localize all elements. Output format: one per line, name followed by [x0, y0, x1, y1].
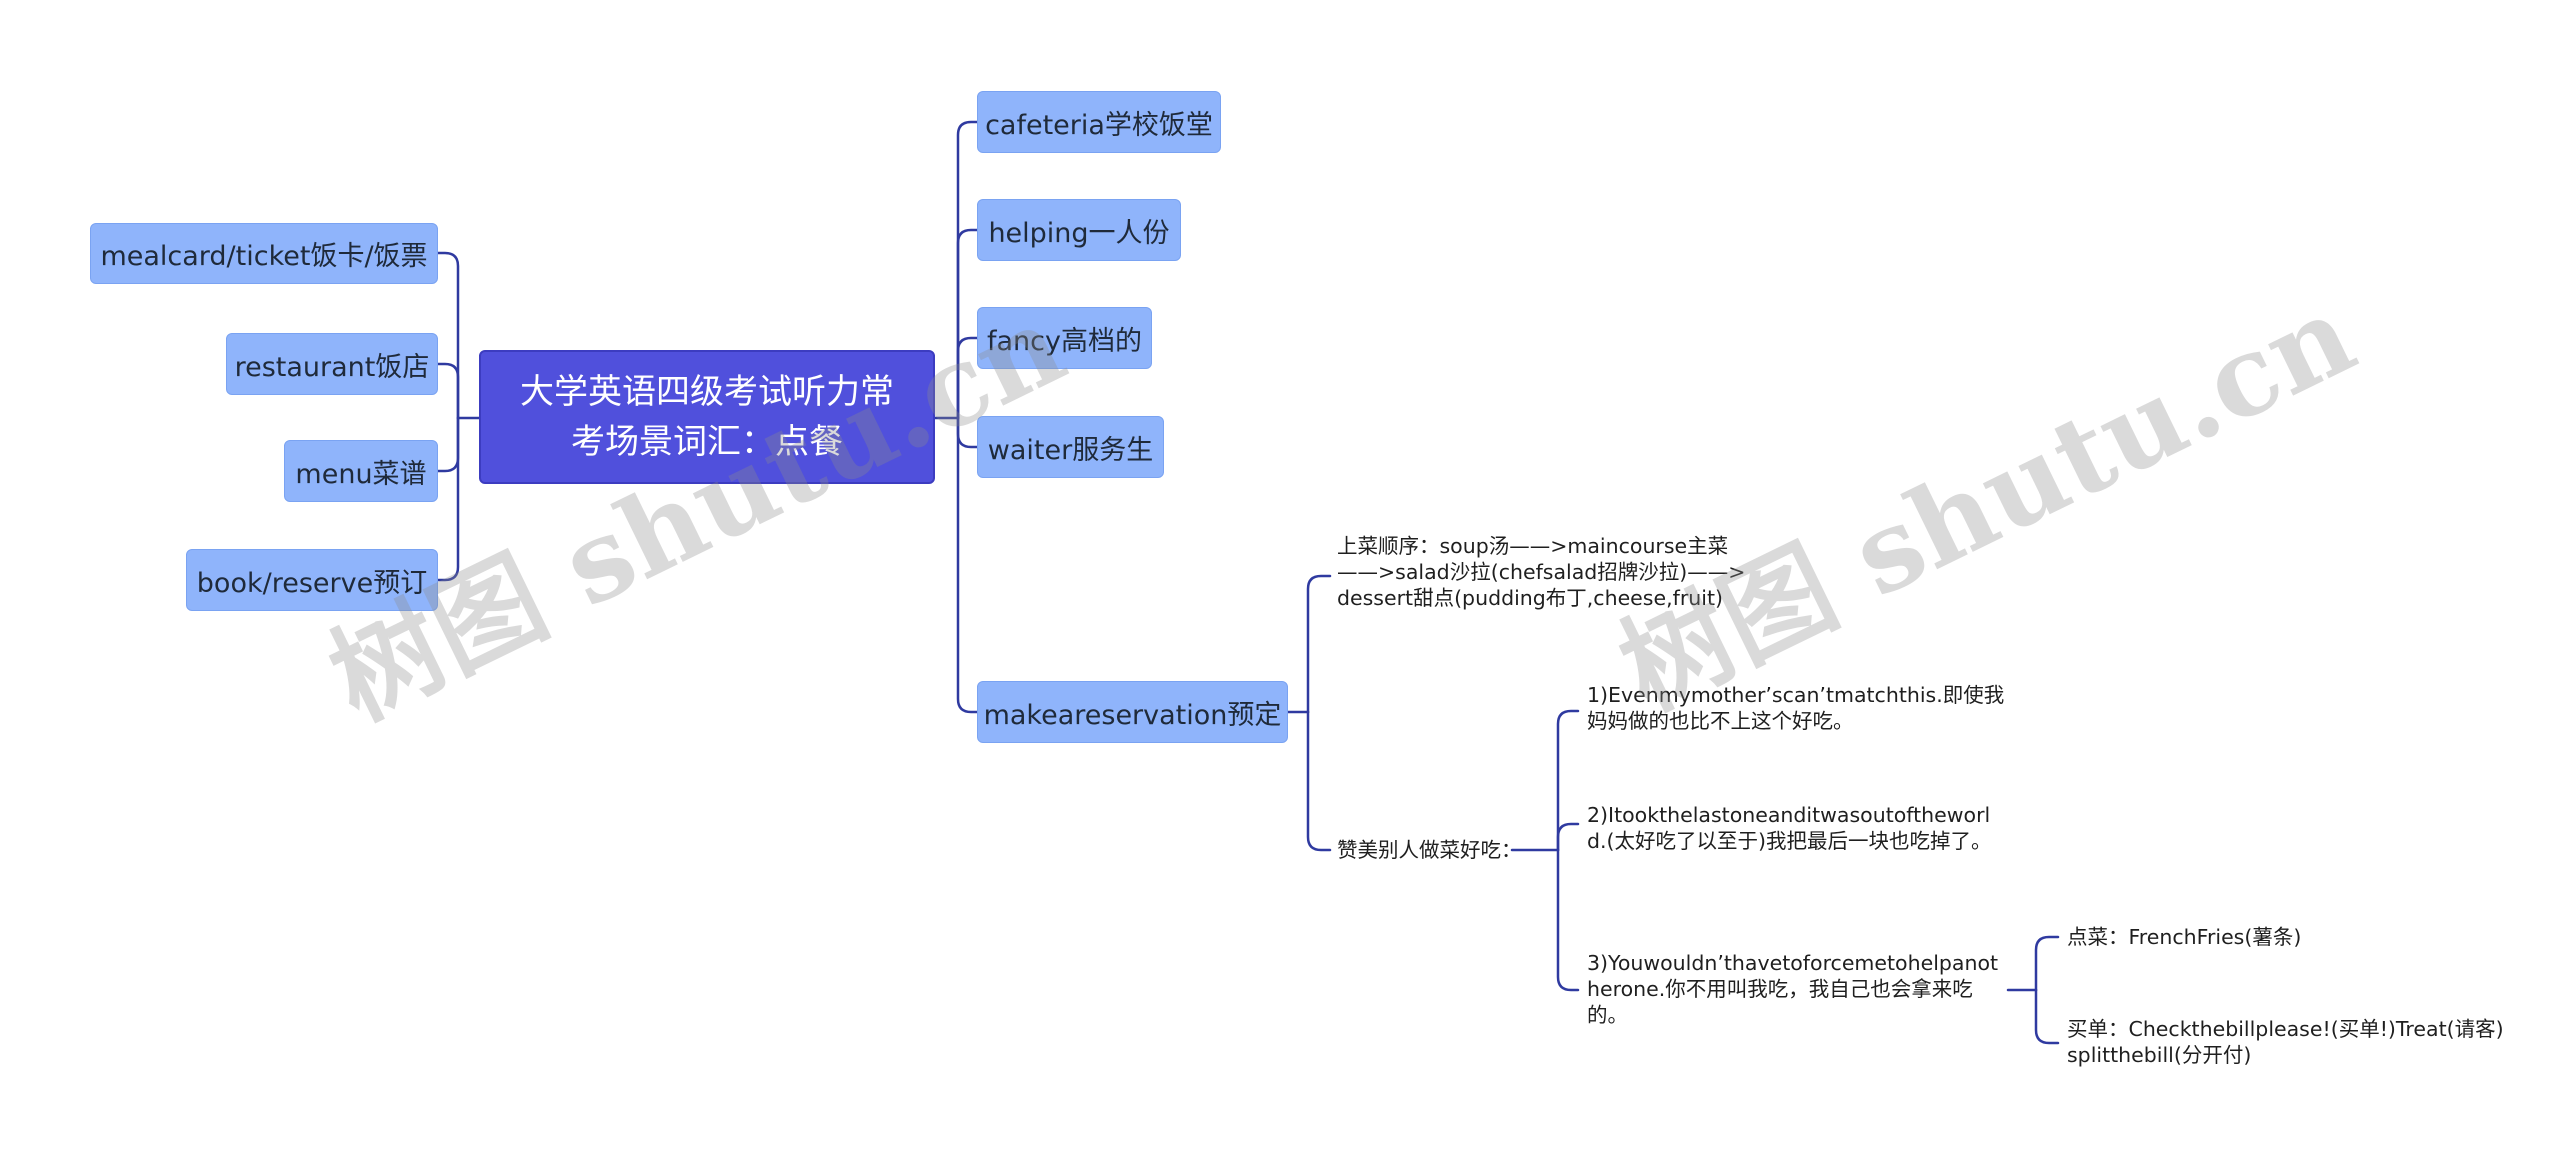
praise-item-1[interactable]: 1)Evenmymother’scan’tmatchthis.即使我妈妈做的也比… [1587, 683, 2005, 733]
topic-waiter[interactable]: waiter服务生 [977, 416, 1164, 478]
topic-fancy[interactable]: fancy高档的 [977, 307, 1152, 369]
topic-restaurant[interactable]: restaurant饭店 [226, 333, 438, 395]
connector-right-4 [956, 416, 979, 714]
connector-praise-2 [1556, 848, 1580, 992]
connector-right-2 [956, 336, 979, 420]
connector-right-1 [956, 228, 979, 420]
root-topic-line-2: 考场景词汇：点餐 [571, 422, 843, 462]
root-topic[interactable]: 大学英语四级考试听力常 考场景词汇：点餐 [479, 350, 935, 484]
connector-left-1 [436, 362, 460, 420]
connector-order-0 [2034, 935, 2060, 992]
topic-helping[interactable]: helping一人份 [977, 199, 1181, 261]
topic-mealcard[interactable]: mealcard/ticket饭卡/饭票 [90, 223, 438, 284]
connector-res-1 [1306, 710, 1332, 852]
praise-item-3[interactable]: 3)Youwouldn’thavetoforcemetohelpanothero… [1587, 951, 1999, 1027]
connector-left-3 [436, 416, 460, 582]
topic-cafeteria[interactable]: cafeteria学校饭堂 [977, 91, 1221, 153]
root-topic-line-1: 大学英语四级考试听力常 [520, 372, 894, 412]
connector-praise-1 [1556, 822, 1580, 852]
connector-order-1 [2034, 988, 2060, 1045]
topic-book-reserve[interactable]: book/reserve预订 [186, 549, 438, 611]
connector-res-0 [1306, 574, 1332, 714]
connector-left-0 [436, 251, 460, 420]
praise-label[interactable]: 赞美别人做菜好吃： [1337, 838, 1522, 862]
praise-item-2[interactable]: 2)Itookthelastoneanditwasoutoftheworld.(… [1587, 803, 1992, 853]
order-item-1[interactable]: 点菜：FrenchFries(薯条) [2067, 925, 2302, 949]
topic-menu[interactable]: menu菜谱 [284, 440, 438, 502]
order-item-2[interactable]: 买单：Checkthebillplease!(买单!)Treat(请客)spli… [2067, 1017, 2504, 1067]
connector-right-0 [956, 120, 979, 420]
connector-left-2 [436, 416, 460, 473]
serving-order-text[interactable]: 上菜顺序：soup汤——>maincourse主菜——>salad沙拉(chef… [1337, 534, 1746, 610]
topic-makeareservation[interactable]: makeareservation预定 [977, 681, 1288, 743]
connector-praise-0 [1556, 709, 1580, 852]
connector-right-3 [956, 416, 979, 449]
